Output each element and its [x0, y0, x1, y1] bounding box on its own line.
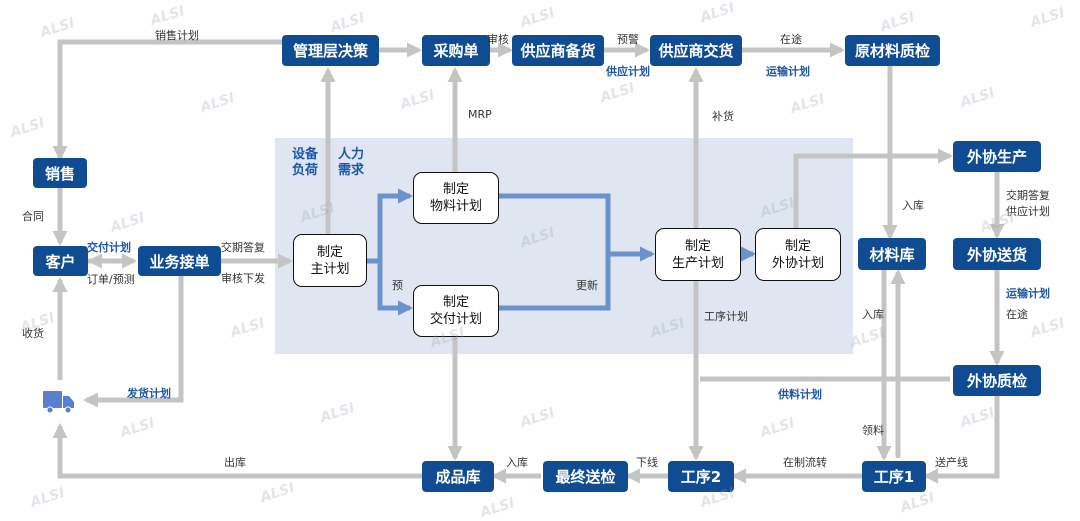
label-inbound-fg: 入库: [506, 456, 528, 469]
plan-production-line1: 制定: [684, 238, 711, 254]
label-transport-plan: 运输计划: [766, 65, 810, 78]
label-pre: 预: [392, 279, 403, 292]
label-mrp: MRP: [468, 108, 492, 121]
plan-master-line1: 制定: [316, 244, 343, 260]
label-receive: 收货: [22, 327, 44, 340]
label-supply-plan-2: 供应计划: [1006, 205, 1050, 218]
label-in-transit-right: 在途: [1006, 308, 1028, 321]
plan-master: 制定 主计划: [293, 234, 367, 287]
label-down-line: 下线: [636, 456, 658, 469]
arrow-outsource-prod: [793, 148, 953, 228]
plan-production: 制定 生产计划: [655, 228, 741, 281]
node-material-store: 材料库: [858, 238, 926, 270]
node-outsource-delivery: 外协送货: [953, 238, 1041, 270]
label-delivery-reply-2: 交期答复: [1006, 189, 1050, 202]
plan-production-line2: 生产计划: [671, 255, 724, 271]
label-outbound: 出库: [224, 456, 246, 469]
plan-delivery-line2: 交付计划: [429, 312, 482, 327]
label-order-forecast: 订单/预测: [87, 273, 135, 286]
arrow-material-production: [498, 193, 655, 262]
node-customer: 客户: [33, 246, 88, 276]
node-process-1: 工序1: [862, 461, 926, 492]
label-contract: 合同: [22, 210, 44, 223]
label-sales-plan: 销售计划: [155, 29, 199, 42]
plan-outsource-line2: 外协计划: [771, 255, 824, 271]
label-wip-flow: 在制流转: [783, 456, 827, 469]
label-delivery-plan: 交付计划: [87, 241, 131, 254]
node-final-qc: 最终送检: [543, 461, 628, 492]
label-equipment-load: 设备 负荷: [292, 147, 318, 179]
arrow-master-delivery: [377, 261, 413, 316]
label-transport-plan-2: 运输计划: [1006, 287, 1050, 300]
label-shipping-plan: 发货计划: [127, 387, 171, 400]
node-supplier-stock: 供应商备货: [512, 35, 604, 66]
arrow-outqc-proc1: [923, 396, 1000, 484]
label-delivery-reply: 交期答复: [221, 241, 265, 254]
label-labor-demand-line2: 需求: [338, 163, 365, 178]
node-outsource-production: 外协生产: [953, 141, 1041, 172]
node-raw-material-qc: 原材料质检: [845, 35, 940, 66]
arrow-order-ship: [83, 276, 184, 408]
label-supply-plan: 供应计划: [606, 65, 650, 78]
plan-material-line2: 物料计划: [429, 199, 482, 214]
label-warning: 预警: [617, 33, 639, 46]
plan-outsource-line1: 制定: [784, 238, 811, 254]
label-to-line: 送产线: [935, 456, 968, 469]
label-review: 审核: [487, 33, 509, 46]
arrow-fgstore-out: [52, 423, 422, 479]
label-inbound-right-2: 入库: [862, 308, 884, 321]
node-mgmt-decision: 管理层决策: [282, 35, 379, 66]
arrow-mgmt-sales: [52, 39, 282, 161]
plan-delivery: 制定 交付计划: [413, 285, 499, 337]
arrow-delivery-production: [498, 254, 611, 311]
node-outsource-qc: 外协质检: [953, 365, 1041, 396]
plan-delivery-line1: 制定: [442, 295, 469, 310]
label-equipment-load-line2: 负荷: [292, 163, 319, 178]
label-picking: 领料: [862, 424, 884, 437]
plan-outsource: 制定 外协计划: [755, 228, 841, 281]
label-review-issue: 审核下发: [221, 272, 265, 285]
label-labor-demand: 人力 需求: [338, 147, 364, 179]
plan-material-line1: 制定: [442, 182, 469, 197]
truck-icon: [43, 391, 74, 414]
label-replenish: 补货: [712, 110, 734, 123]
label-process-plan: 工序计划: [704, 310, 748, 323]
plan-master-line2: 主计划: [310, 261, 350, 277]
label-material-supply-plan: 供料计划: [778, 388, 822, 401]
label-in-transit-top: 在途: [780, 33, 802, 46]
label-labor-demand-line1: 人力: [338, 147, 365, 162]
node-sales: 销售: [33, 158, 87, 188]
node-purchase-order: 采购单: [422, 35, 490, 66]
node-finished-goods-store: 成品库: [422, 461, 494, 492]
node-order-intake: 业务接单: [138, 246, 221, 276]
label-update: 更新: [576, 279, 598, 292]
label-inbound-right-1: 入库: [902, 199, 924, 212]
node-supplier-delivery: 供应商交货: [650, 35, 742, 66]
arrow-master-material: [366, 188, 413, 264]
label-equipment-load-line1: 设备: [292, 147, 319, 162]
plan-material: 制定 物料计划: [413, 172, 499, 224]
node-process-2: 工序2: [668, 461, 734, 492]
